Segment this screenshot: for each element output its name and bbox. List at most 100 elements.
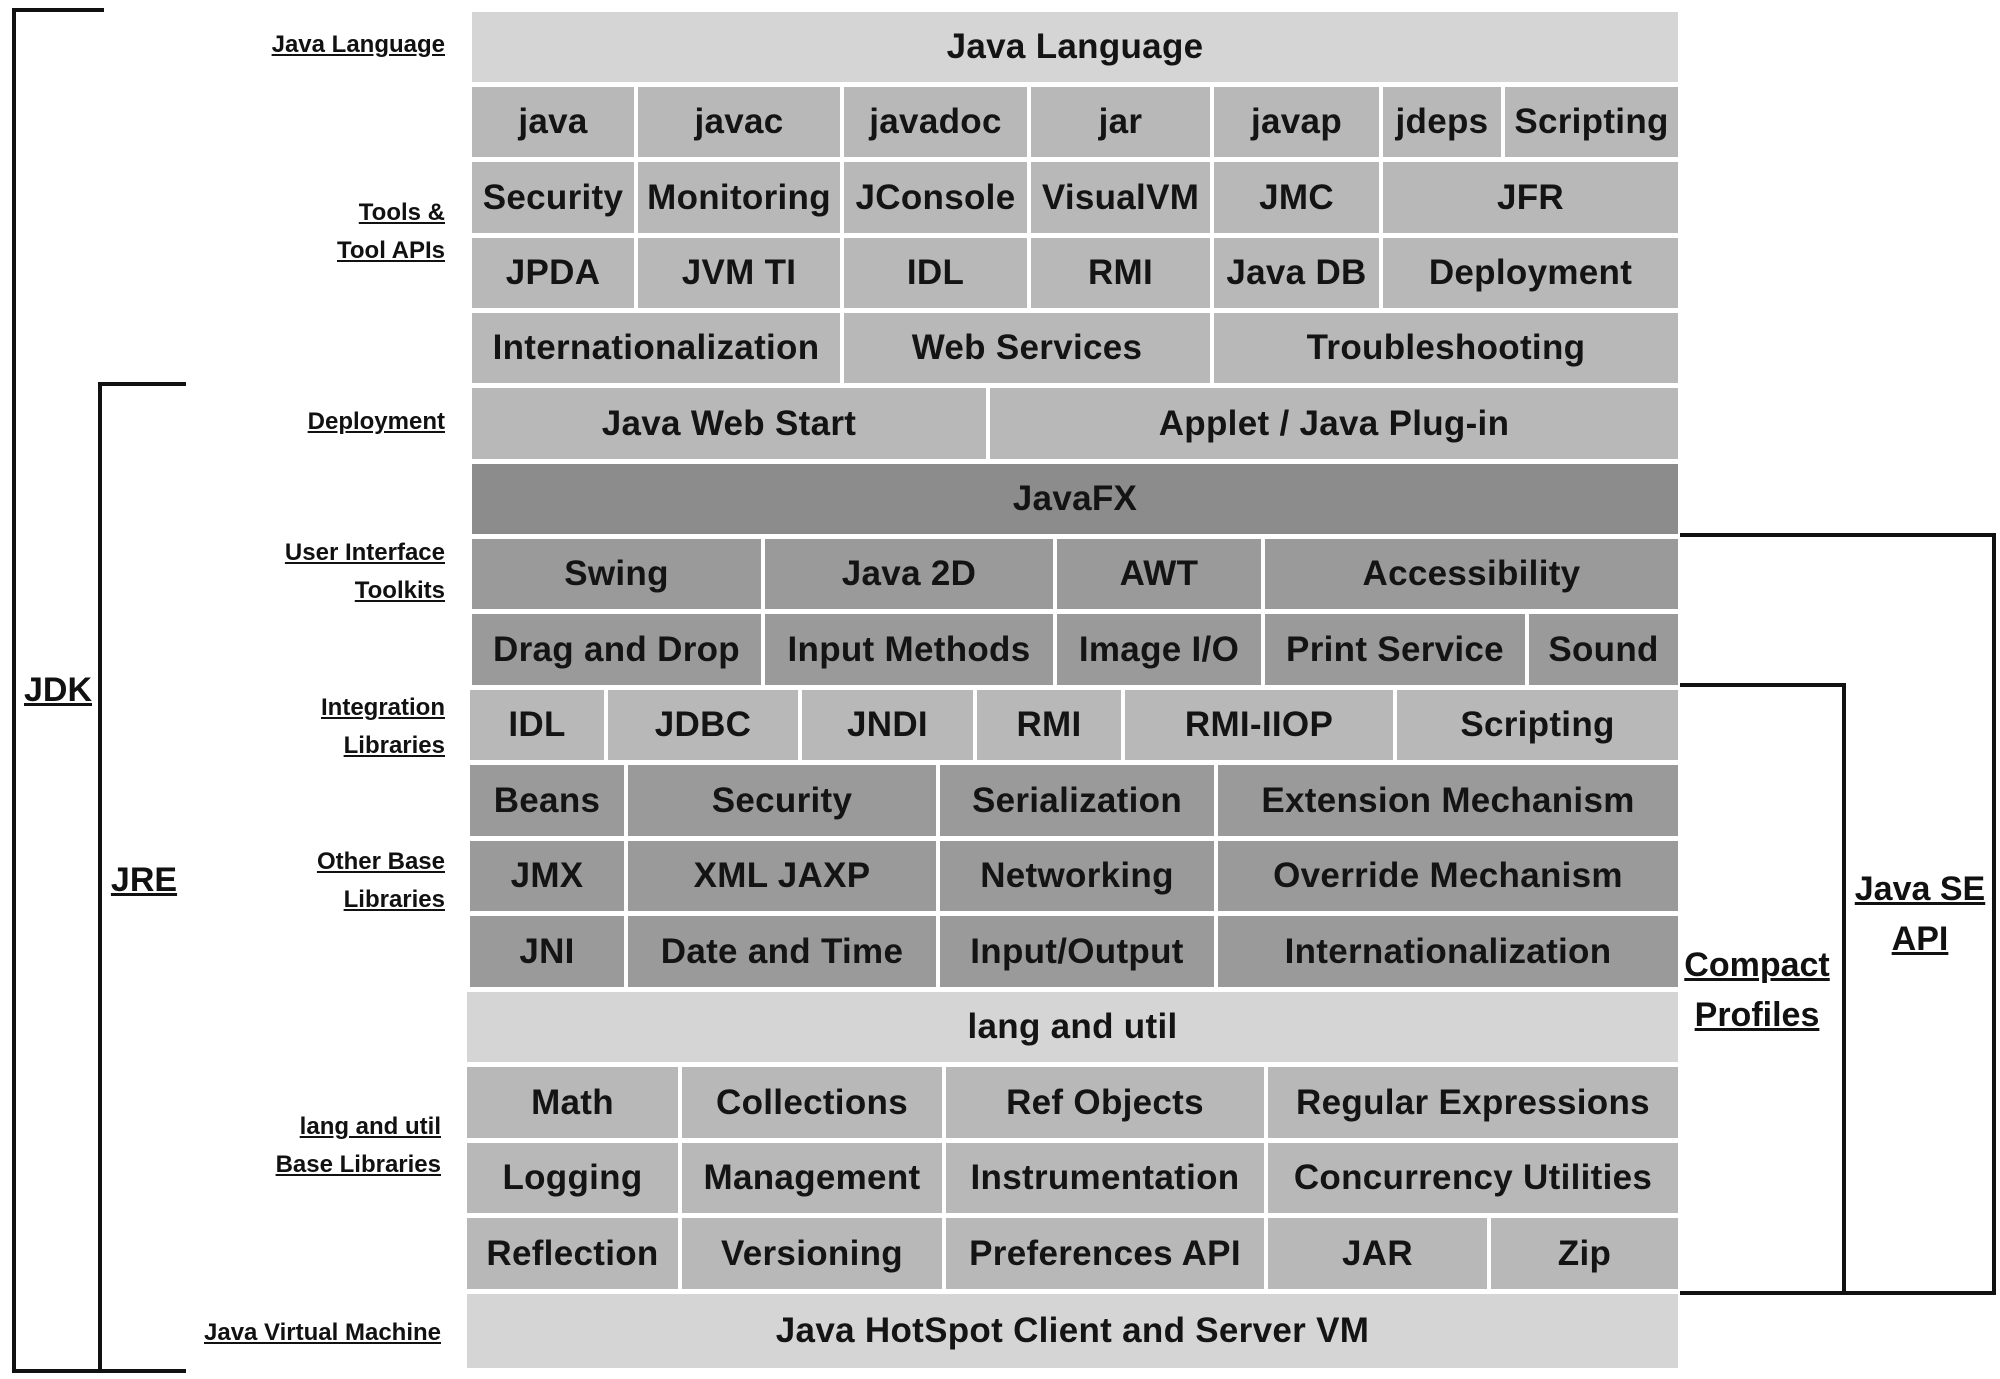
component-cell: JVM TI (636, 236, 842, 310)
component-cell: RMI (1029, 236, 1212, 310)
component-cell: Zip (1489, 1216, 1680, 1291)
component-cell: Input Methods (763, 612, 1055, 687)
compact-profiles-line: Compact (1684, 946, 1830, 984)
row-label-ui-toolkits: User Interface Toolkits (230, 534, 445, 610)
component-cell: jar (1029, 85, 1212, 159)
component-cell: lang and util (465, 990, 1680, 1064)
component-cell: IDL (842, 236, 1029, 310)
component-cell: Versioning (680, 1216, 944, 1291)
component-cell: Math (465, 1065, 680, 1140)
row-label-java-language: Java Language (230, 26, 445, 64)
row-label-line: Toolkits (354, 577, 445, 604)
component-cell: Java HotSpot Client and Server VM (465, 1292, 1680, 1370)
component-cell: Deployment (1381, 236, 1680, 310)
row-label-line: Integration (321, 694, 445, 721)
component-cell: JPDA (470, 236, 636, 310)
component-cell: Regular Expressions (1266, 1065, 1680, 1140)
component-cell: Troubleshooting (1212, 311, 1680, 385)
row-label-line: Libraries (343, 732, 445, 759)
component-cell: JavaFX (470, 462, 1680, 536)
component-cell: Override Mechanism (1216, 839, 1680, 913)
component-cell: Extension Mechanism (1216, 763, 1680, 838)
row-label-line: Tools & (358, 199, 445, 226)
component-cell: RMI-IIOP (1123, 688, 1395, 762)
jre-bracket (98, 382, 186, 1373)
java-se-api-label: Java SE API (1845, 864, 1995, 964)
compact-profiles-label: Compact Profiles (1677, 940, 1837, 1040)
row-label-line: Base Libraries (275, 1151, 441, 1178)
jre-label: JRE (110, 861, 178, 899)
component-cell: Collections (680, 1065, 944, 1140)
component-cell: Serialization (938, 763, 1216, 838)
component-cell: Web Services (842, 311, 1212, 385)
component-cell: Management (680, 1141, 944, 1215)
component-cell: JFR (1381, 160, 1680, 235)
component-cell: Preferences API (944, 1216, 1266, 1291)
component-cell: Swing (470, 537, 763, 611)
row-label-tools: Tools & Tool APIs (230, 194, 445, 270)
component-cell: Applet / Java Plug-in (988, 386, 1680, 461)
component-cell: java (470, 85, 636, 159)
component-cell: Image I/O (1055, 612, 1263, 687)
component-cell: Concurrency Utilities (1266, 1141, 1680, 1215)
component-cell: JConsole (842, 160, 1029, 235)
component-cell: Java Language (470, 10, 1680, 84)
row-label-line: Java Language (271, 31, 445, 58)
row-label-lang-util-base: lang and util Base Libraries (230, 1108, 441, 1184)
row-label-line: User Interface (284, 539, 445, 566)
component-cell: Print Service (1263, 612, 1527, 687)
java-se-api-line: Java SE (1854, 870, 1986, 908)
row-label-line: Other Base (316, 848, 445, 875)
row-label-line: Libraries (343, 886, 445, 913)
component-cell: JNI (468, 914, 626, 989)
component-cell: Security (470, 160, 636, 235)
row-label-line: Deployment (307, 408, 445, 435)
component-cell: Security (626, 763, 938, 838)
java-se-api-bracket (1680, 533, 1996, 1295)
component-cell: Ref Objects (944, 1065, 1266, 1140)
java-se-api-line: API (1891, 920, 1949, 958)
row-label-deployment: Deployment (230, 403, 445, 441)
component-cell: Scripting (1395, 688, 1680, 762)
component-cell: Scripting (1503, 85, 1680, 159)
component-cell: Java DB (1212, 236, 1381, 310)
component-cell: JMX (468, 839, 626, 913)
component-cell: Internationalization (470, 311, 842, 385)
component-cell: Reflection (465, 1216, 680, 1291)
row-label-line: Tool APIs (337, 237, 445, 264)
component-cell: JDBC (606, 688, 800, 762)
component-cell: Beans (468, 763, 626, 838)
component-cell: Date and Time (626, 914, 938, 989)
component-cell: Java 2D (763, 537, 1055, 611)
compact-profiles-line: Profiles (1694, 996, 1820, 1034)
component-cell: Monitoring (636, 160, 842, 235)
component-cell: JAR (1266, 1216, 1489, 1291)
component-cell: Internationalization (1216, 914, 1680, 989)
row-label-integration: Integration Libraries (230, 689, 445, 765)
row-label-jvm: Java Virtual Machine (150, 1314, 441, 1352)
component-cell: IDL (468, 688, 606, 762)
component-cell: Networking (938, 839, 1216, 913)
component-cell: javac (636, 85, 842, 159)
component-cell: Drag and Drop (470, 612, 763, 687)
component-cell: Input/Output (938, 914, 1216, 989)
component-cell: jdeps (1381, 85, 1503, 159)
component-cell: Accessibility (1263, 537, 1680, 611)
component-cell: RMI (975, 688, 1123, 762)
component-cell: Java Web Start (470, 386, 988, 461)
component-cell: Logging (465, 1141, 680, 1215)
component-cell: VisualVM (1029, 160, 1212, 235)
component-cell: javadoc (842, 85, 1029, 159)
component-cell: AWT (1055, 537, 1263, 611)
component-cell: XML JAXP (626, 839, 938, 913)
row-label-line: lang and util (299, 1113, 441, 1140)
component-cell: Instrumentation (944, 1141, 1266, 1215)
jdk-bracket (12, 8, 104, 1373)
component-cell: Sound (1527, 612, 1680, 687)
row-label-other-base: Other Base Libraries (230, 843, 445, 919)
component-cell: JNDI (800, 688, 975, 762)
component-cell: JMC (1212, 160, 1381, 235)
jdk-label: JDK (23, 671, 93, 709)
component-cell: javap (1212, 85, 1381, 159)
